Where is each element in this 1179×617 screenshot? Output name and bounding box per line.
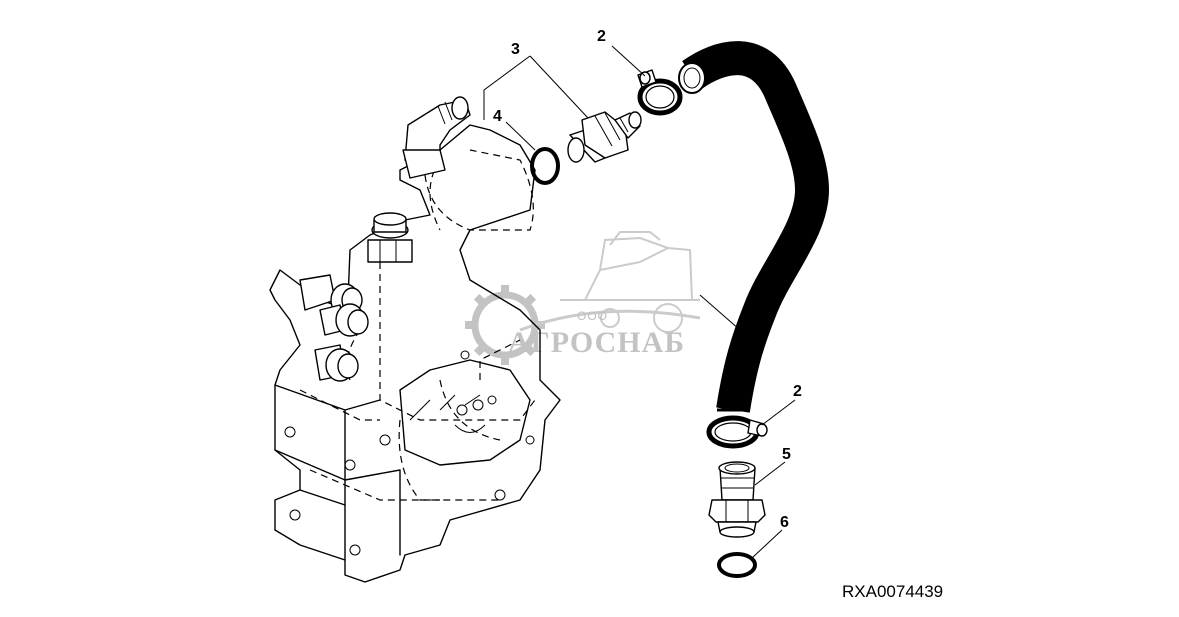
hose-barb-fitting — [708, 461, 766, 538]
hose-clamp-top — [637, 69, 683, 116]
callout-2-bottom: 2 — [793, 383, 802, 400]
callout-3: 3 — [511, 41, 520, 58]
watermark-brand-text: АГРОСНАБ — [508, 326, 685, 359]
hose-clamp-bottom — [706, 415, 768, 449]
callout-4: 4 — [493, 108, 502, 125]
watermark-small-text: ООО — [577, 309, 608, 323]
top-plug — [367, 212, 413, 263]
leader-lines — [483, 45, 796, 559]
callout-6: 6 — [780, 514, 789, 531]
o-ring-bottom — [717, 552, 757, 578]
valve-body — [269, 96, 561, 583]
adapter-fitting — [567, 111, 642, 163]
drawing-id: RXA0074439 — [842, 582, 943, 601]
harvester-icon — [519, 231, 701, 333]
o-ring-top — [530, 147, 560, 185]
watermark-logo: ООО АГРОСНАБ — [465, 231, 701, 365]
hose — [678, 41, 830, 413]
elbow-fitting — [402, 96, 471, 179]
side-plugs — [299, 274, 369, 382]
callout-5: 5 — [782, 446, 791, 463]
callout-2-top: 2 — [597, 28, 606, 45]
